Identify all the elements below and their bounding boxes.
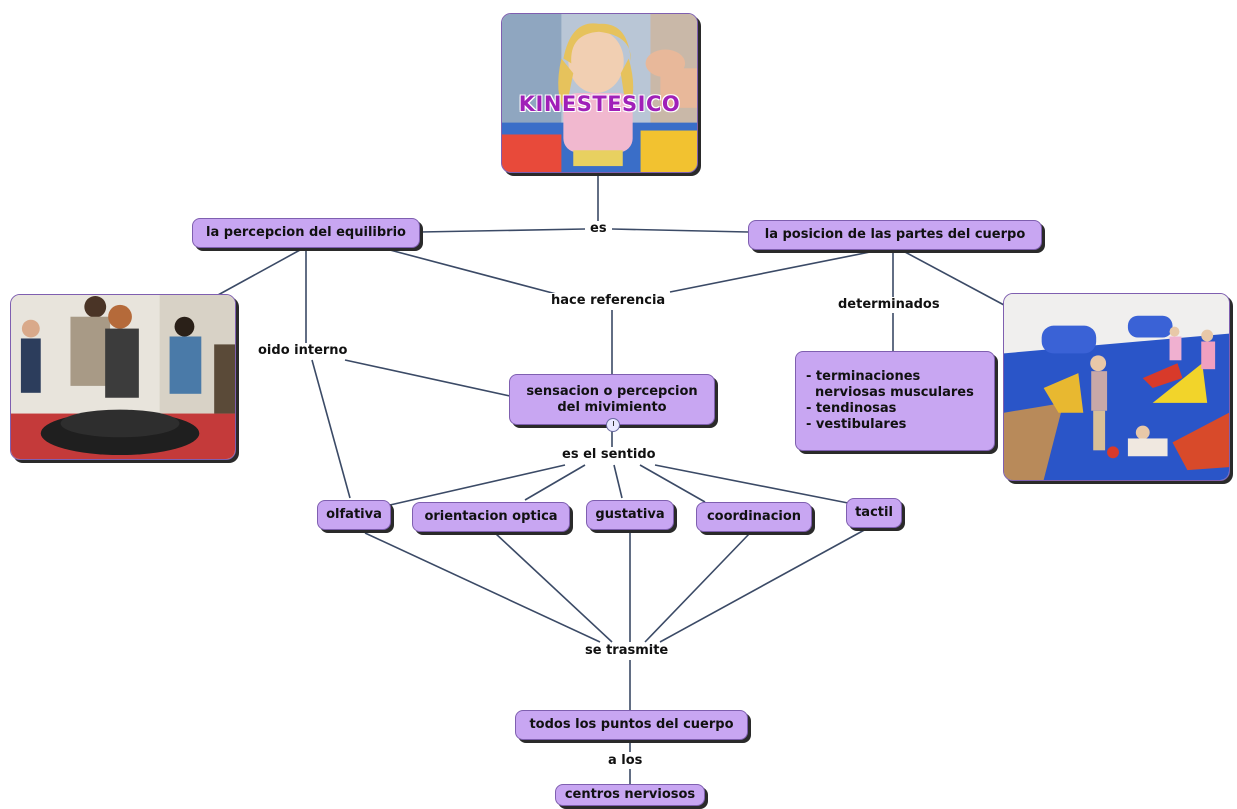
node-orientacion-optica[interactable]: orientacion optica xyxy=(412,502,570,532)
girl-photo-image xyxy=(502,14,697,172)
node-tactil[interactable]: tactil xyxy=(846,498,902,528)
node-olfativa[interactable]: olfativa xyxy=(317,500,391,530)
link-se-trasmite: se trasmite xyxy=(583,643,671,659)
gym-mats-photo[interactable] xyxy=(1003,293,1230,481)
terminaciones-item-2: nerviosas musculares xyxy=(806,385,974,400)
gym-photo-image xyxy=(1004,294,1229,480)
link-a-los: a los xyxy=(606,753,645,769)
node-posicion-partes-cuerpo[interactable]: la posicion de las partes del cuerpo xyxy=(748,220,1042,250)
node-centros-nerviosos[interactable]: centros nerviosos xyxy=(555,784,705,806)
node-terminaciones[interactable]: - terminaciones nerviosas musculares - t… xyxy=(795,351,995,451)
link-es-el-sentido: es el sentido xyxy=(560,447,658,463)
clock-icon[interactable] xyxy=(606,418,620,432)
node-sensacion-percepcion-movimiento[interactable]: sensacion o percepcion del mivimiento xyxy=(509,374,715,425)
sensacion-line-2: del mivimiento xyxy=(557,399,667,415)
children-playing-photo[interactable] xyxy=(10,294,236,460)
terminaciones-item-3: - tendinosas xyxy=(806,401,897,416)
node-todos-puntos-cuerpo[interactable]: todos los puntos del cuerpo xyxy=(515,710,748,740)
node-percepcion-equilibrio[interactable]: la percepcion del equilibrio xyxy=(192,218,420,248)
kinestesico-title: KINESTESICO xyxy=(518,92,681,116)
kinestesico-image-node[interactable]: KINESTESICO xyxy=(501,13,698,173)
link-oido-interno: oido interno xyxy=(256,343,350,359)
terminaciones-item-1: - terminaciones xyxy=(806,369,921,384)
link-es: es xyxy=(588,221,609,237)
node-coordinacion[interactable]: coordinacion xyxy=(696,502,812,532)
children-photo-image xyxy=(11,295,235,459)
terminaciones-item-4: - vestibulares xyxy=(806,417,907,432)
link-determinados: determinados xyxy=(836,297,942,313)
link-hace-referencia: hace referencia xyxy=(549,293,668,309)
node-gustativa[interactable]: gustativa xyxy=(586,500,674,530)
sensacion-line-1: sensacion o percepcion xyxy=(526,383,698,399)
